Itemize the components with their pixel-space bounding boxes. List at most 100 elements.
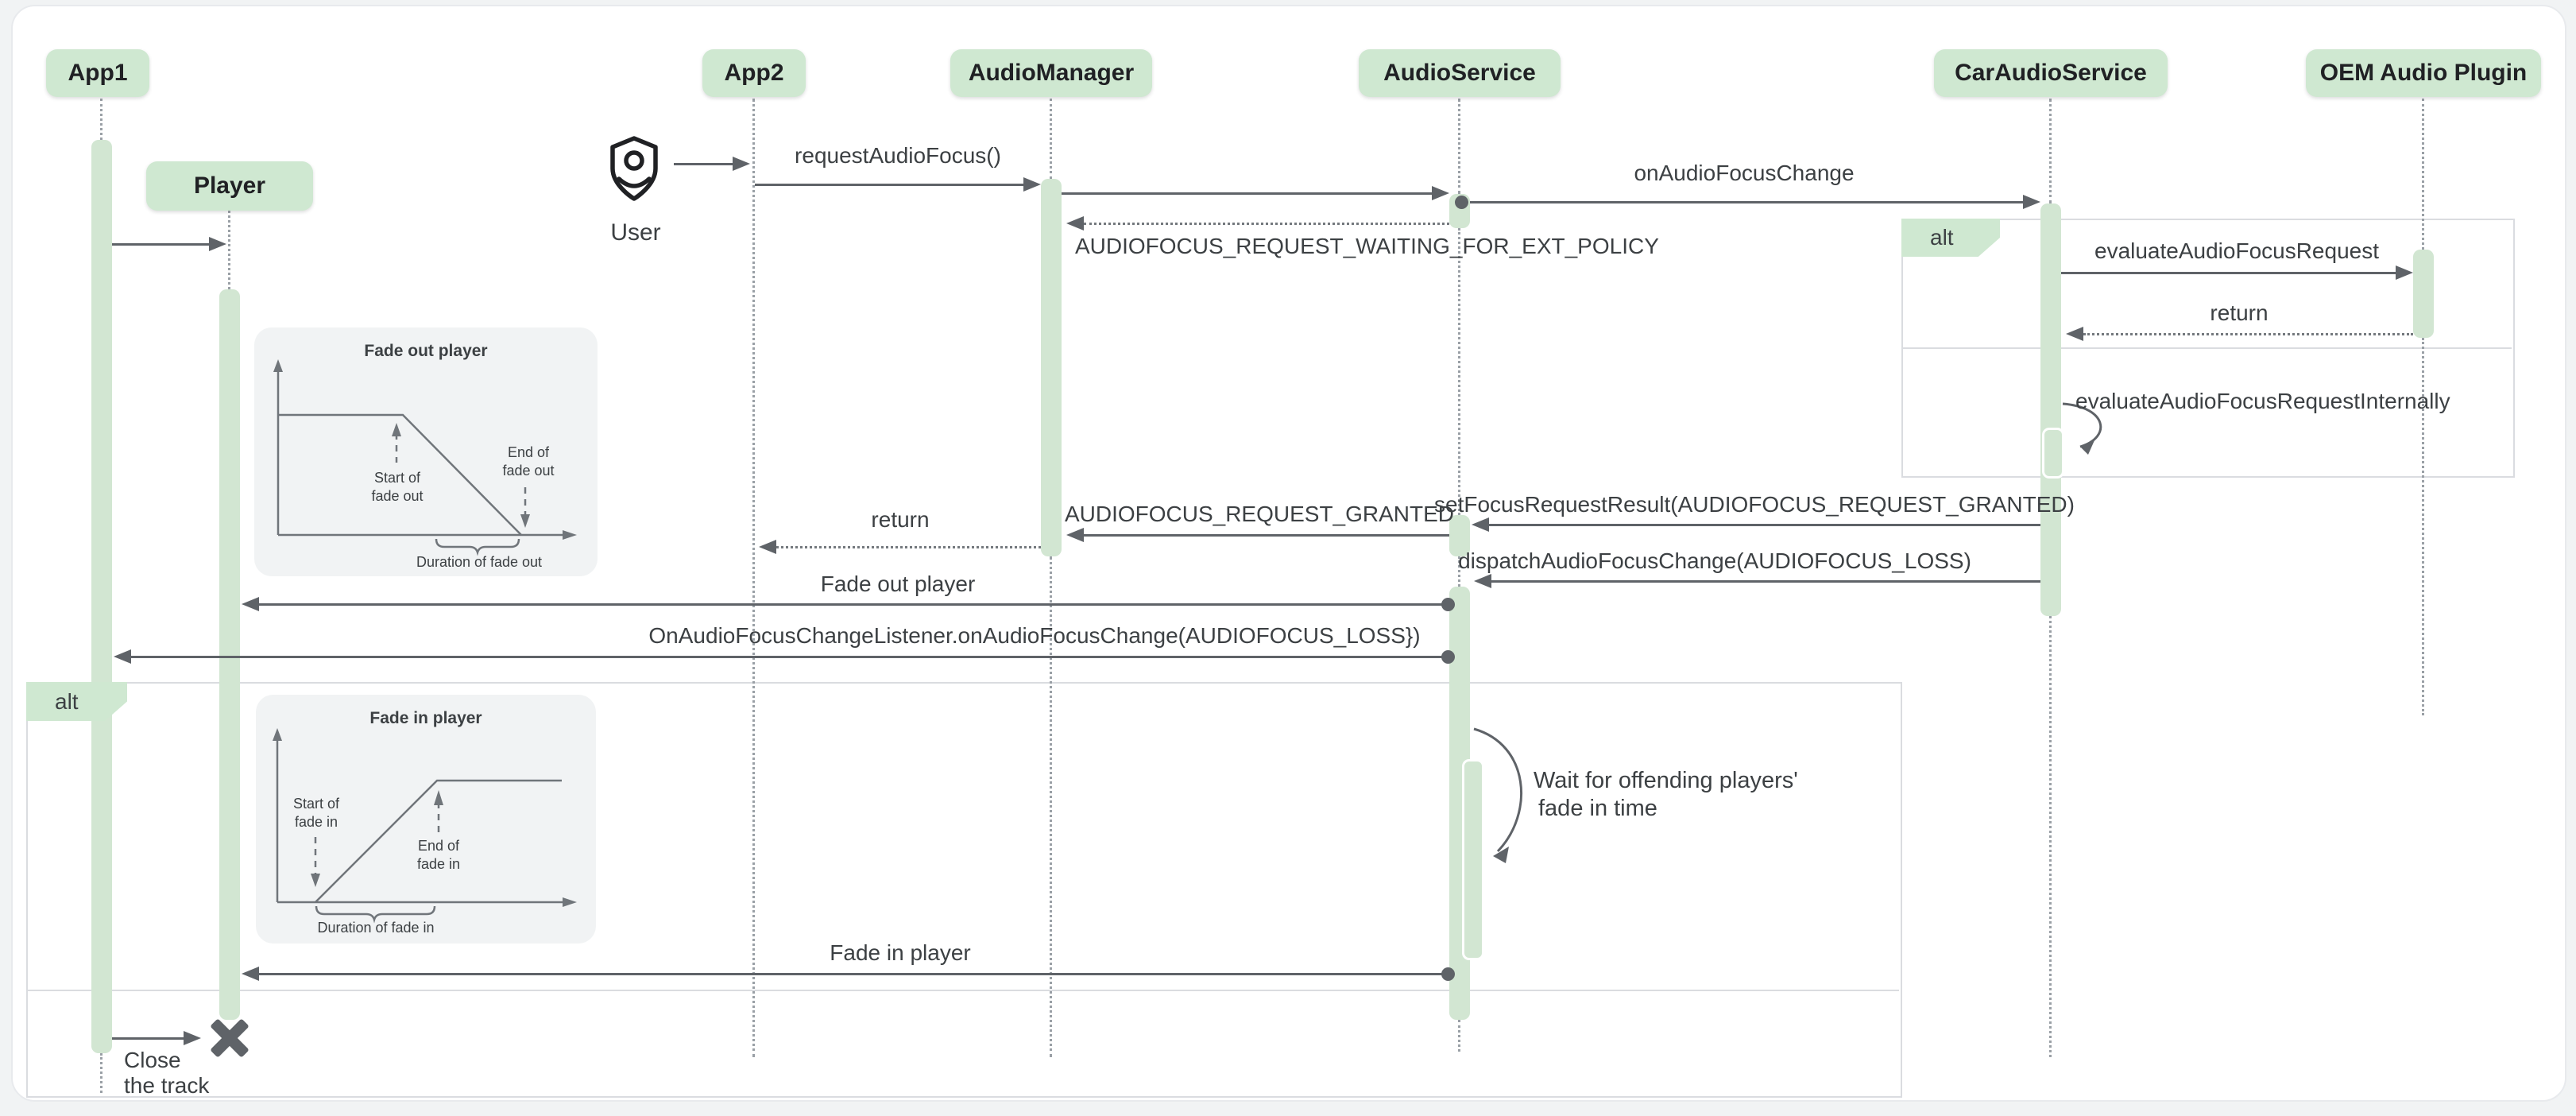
arrowhead: [114, 649, 131, 664]
activation-oem-plugin: [2413, 250, 2434, 338]
actor-label: CarAudioService: [1955, 60, 2147, 86]
message-label: evaluateAudioFocusRequestInternally: [2075, 389, 2450, 413]
activation-player: [219, 289, 240, 1020]
arrow-return-audiomanager: [776, 546, 1041, 548]
actor-label: AudioManager: [968, 60, 1135, 86]
lifeline-oem-plugin: [2422, 99, 2424, 250]
lifeline-oem-plugin: [2422, 338, 2424, 715]
actor-label: App2: [724, 60, 784, 86]
lifeline-audioservice: [1458, 1020, 1460, 1052]
message-origin-dot: [1455, 196, 1468, 209]
actor-player: Player: [146, 161, 313, 211]
user-label: User: [610, 219, 661, 246]
arrow-return-oem: [2083, 333, 2413, 335]
alt-frame-1-label-pentagon: alt: [1901, 219, 2000, 257]
fade-out-start-label: Start of fade out: [371, 469, 423, 506]
message-label: requestAudioFocus(): [795, 143, 1001, 168]
actor-label: AudioService: [1383, 60, 1536, 86]
arrow-setfocusrequestresult: [1489, 524, 2040, 526]
alt-frame-1-divider: [1901, 347, 2512, 349]
arrow-close-the-track: [112, 1037, 184, 1040]
arrowhead: [209, 237, 226, 251]
lifeline-audiomanager: [1050, 99, 1052, 179]
label-line: fade out: [371, 488, 424, 504]
arrowhead: [184, 1031, 201, 1045]
message-label-close-line2: the track: [124, 1073, 210, 1098]
lifeline-audioservice: [1458, 99, 1460, 194]
actor-app1: App1: [46, 49, 149, 97]
label-line: Start of: [292, 796, 340, 812]
message-origin-dot: [1441, 650, 1455, 664]
arrowhead: [759, 540, 776, 554]
lifeline-audioservice: [1458, 228, 1460, 515]
fade-in-start-label: Start of fade in: [293, 795, 339, 831]
message-origin-dot: [1441, 598, 1455, 611]
alt-frame-fade-handling: [26, 682, 1902, 1098]
fade-out-chart: [273, 359, 577, 556]
message-label: OnAudioFocusChangeListener.onAudioFocusC…: [648, 623, 1421, 648]
arrowhead: [1432, 186, 1449, 200]
message-label: dispatchAudioFocusChange(AUDIOFOCUS_LOSS…: [1458, 548, 1971, 573]
fade-out-chart-title: Fade out player: [364, 342, 488, 360]
arrow-user-to-app2: [674, 163, 733, 165]
arrow-fade-out-player: [259, 603, 1448, 606]
fade-in-end-label: End of fade in: [417, 837, 460, 874]
wait-note-line1: Wait for offending players': [1534, 768, 1798, 793]
alt-label: alt: [55, 688, 79, 714]
label-line: fade in: [294, 814, 338, 830]
arrow-onaudiofocuschange: [1470, 201, 2025, 203]
self-call-curve-wait: [1473, 727, 1523, 863]
activation-audiomanager: [1041, 179, 1062, 556]
label-line: End of: [417, 838, 460, 854]
lifeline-player: [228, 211, 230, 289]
arrowhead: [1474, 574, 1491, 588]
activation-caraudioservice-nested: [2042, 428, 2064, 479]
message-label: onAudioFocusChange: [1634, 161, 1855, 185]
actor-app2: App2: [702, 49, 806, 97]
label-line: fade in: [416, 856, 461, 872]
arrowhead: [1023, 177, 1041, 192]
lifeline-app1: [100, 99, 102, 140]
lifeline-app1: [100, 1053, 102, 1093]
alt-label: alt: [1930, 225, 1954, 250]
message-label: Fade out player: [820, 572, 976, 596]
lifeline-audioservice: [1458, 556, 1460, 587]
actor-label: OEM Audio Plugin: [2319, 60, 2528, 86]
activation-app1: [91, 140, 112, 1053]
arrowhead: [733, 157, 750, 171]
arrow-evaluateaudiofocusrequest: [2061, 272, 2396, 274]
label-line: Start of: [373, 470, 421, 486]
arrowhead: [2066, 327, 2083, 341]
label-line: End of: [507, 444, 550, 460]
arrowhead: [242, 597, 259, 611]
message-label: AUDIOFOCUS_REQUEST_GRANTED: [1064, 502, 1455, 526]
fade-out-duration-label: Duration of fade out: [416, 554, 543, 570]
message-label-close-line1: Close: [124, 1048, 181, 1072]
arrow-waiting-for-ext-policy: [1084, 223, 1449, 225]
arrowhead: [242, 967, 259, 981]
lifeline-caraudioservice: [2049, 99, 2052, 203]
fade-in-chart-title: Fade in player: [369, 709, 482, 727]
arrow-fade-in-player: [259, 973, 1448, 975]
arrow-request-granted: [1084, 534, 1449, 537]
arrow-onaudiofocuschangelistener: [131, 656, 1448, 658]
lifeline-app2: [752, 99, 755, 1057]
message-label: Fade in player: [830, 940, 971, 965]
activation-audioservice: [1449, 515, 1470, 556]
message-label: setFocusRequestResult(AUDIOFOCUS_REQUEST…: [1434, 492, 2075, 517]
activation-audioservice-nested: [1462, 759, 1484, 960]
arrowhead: [1472, 517, 1489, 532]
message-label: return: [2210, 300, 2269, 325]
message-label: AUDIOFOCUS_REQUEST_WAITING_FOR_EXT_POLIC…: [1075, 234, 1659, 258]
lifeline-audiomanager: [1050, 556, 1052, 1057]
message-origin-dot: [1441, 967, 1455, 981]
fade-in-chart: [273, 728, 577, 924]
arrow-audiomanager-to-audioservice: [1062, 192, 1433, 195]
label-line: fade out: [502, 463, 555, 479]
self-call-curve-evaluate-internally: [2062, 402, 2102, 455]
actor-audiomanager: AudioManager: [950, 49, 1152, 97]
arrowhead: [1066, 216, 1084, 231]
lifeline-caraudioservice: [2049, 616, 2052, 1057]
arrowhead: [2023, 195, 2040, 209]
actor-label: Player: [193, 172, 266, 199]
